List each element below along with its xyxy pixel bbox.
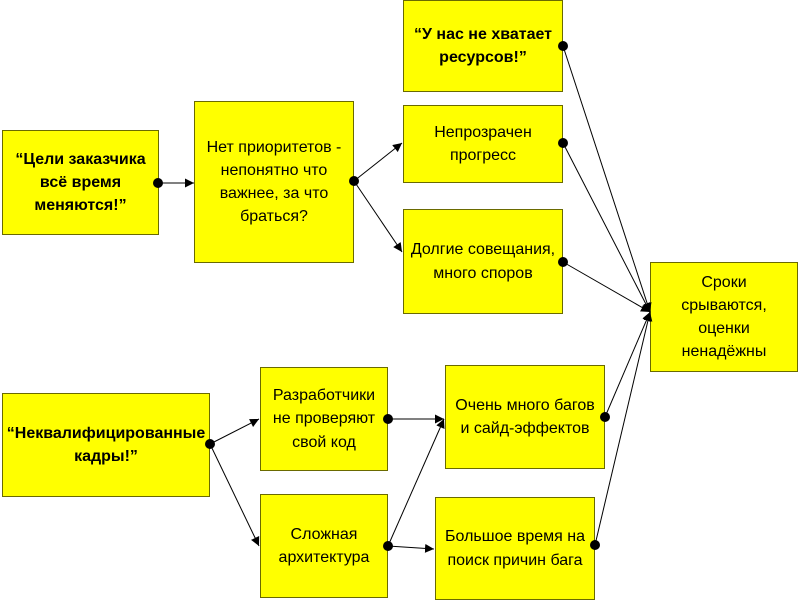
node-complex-architecture: Сложная архитектура — [260, 494, 388, 598]
edge-bugs-to-deadlines — [604, 311, 651, 418]
node-deadlines-missed: Сроки срываются, оценки ненадёжны — [650, 262, 798, 372]
node-progress-not-transparent: Непрозрачен прогресс — [403, 105, 563, 183]
node-no-priorities: Нет приоритетов - непонятно что важнее, … — [194, 101, 354, 263]
node-long-meetings: Долгие совещания, много споров — [403, 209, 563, 314]
edge-staff-to-architecture — [209, 443, 260, 547]
node-customer-goals-change: “Цели заказчика всё время меняются!” — [2, 130, 159, 235]
node-not-enough-resources: “У нас не хватает ресурсов!” — [403, 0, 563, 92]
node-devs-dont-check-code: Разработчики не проверяют свой код — [260, 367, 388, 471]
edge-architecture-to-bugtime — [387, 543, 435, 553]
node-long-bug-search: Большое время на поиск причин бага — [435, 497, 595, 600]
edge-meetings-to-deadlines — [562, 261, 651, 313]
edge-progress-to-deadlines — [562, 142, 651, 313]
edge-priorities-to-meetings — [353, 180, 403, 253]
edge-priorities-to-progress — [353, 142, 403, 182]
node-unqualified-staff: “Неквалифицированные кадры!” — [2, 393, 210, 497]
edge-resources-to-deadlines — [562, 45, 652, 313]
node-many-bugs: Очень много багов и сайд-эффектов — [445, 365, 605, 469]
edge-staff-to-devs — [209, 418, 260, 445]
